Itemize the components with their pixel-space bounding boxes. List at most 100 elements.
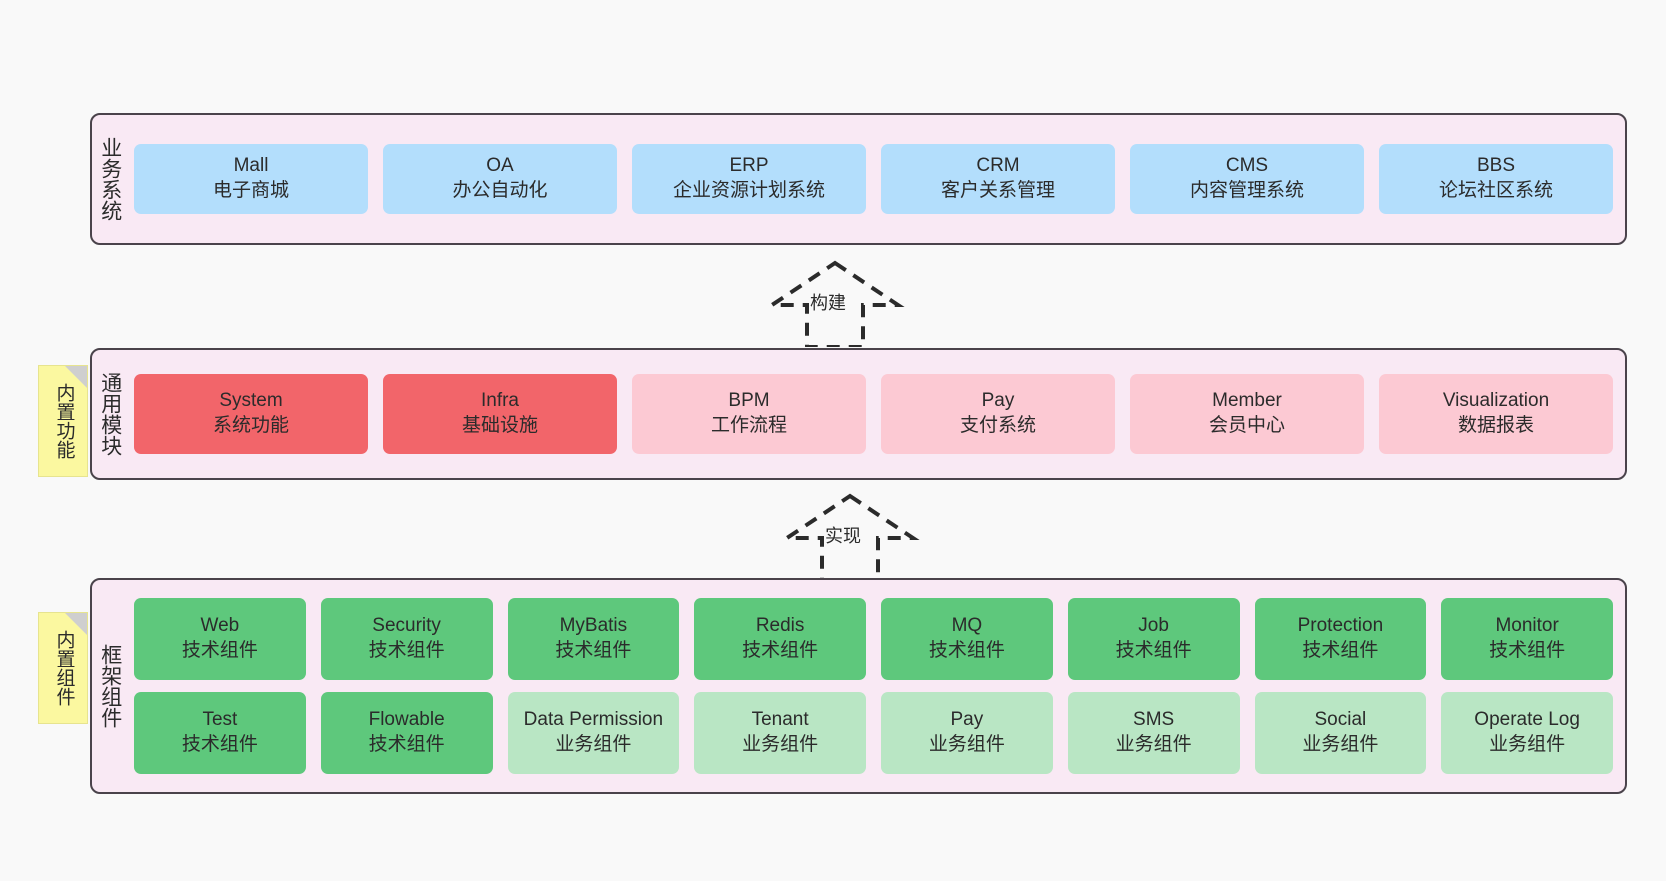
node-mq[interactable]: MQ 技术组件: [881, 598, 1053, 680]
node-title: Infra: [480, 390, 520, 412]
node-title: BBS: [1476, 155, 1516, 177]
note-fold-corner-icon: [65, 613, 87, 635]
node-crm[interactable]: CRM 客户关系管理: [881, 144, 1115, 214]
node-erp[interactable]: ERP 企业资源计划系统: [632, 144, 866, 214]
node-security[interactable]: Security 技术组件: [320, 598, 493, 680]
node-social[interactable]: Social 业务组件: [1254, 692, 1427, 774]
node-test[interactable]: Test 技术组件: [134, 692, 306, 774]
layer-row: Web 技术组件 Security 技术组件 MyBatis 技术组件 Redi…: [134, 598, 1613, 680]
node-title: Member: [1212, 390, 1282, 412]
node-subtitle: 内容管理系统: [1189, 180, 1304, 201]
layer-body-framework-components: Web 技术组件 Security 技术组件 MyBatis 技术组件 Redi…: [128, 580, 1625, 792]
node-subtitle: 会员中心: [1208, 415, 1285, 436]
node-web[interactable]: Web 技术组件: [134, 598, 306, 680]
node-subtitle: 技术组件: [368, 734, 445, 755]
node-title: Tenant: [751, 709, 809, 731]
node-job[interactable]: Job 技术组件: [1067, 598, 1240, 680]
layer-row: Test 技术组件 Flowable 技术组件 Data Permission …: [134, 692, 1613, 774]
node-subtitle: 技术组件: [1302, 640, 1379, 661]
node-title: OA: [486, 155, 514, 177]
node-title: Web: [200, 615, 240, 637]
node-title: Pay: [950, 709, 984, 731]
node-protection[interactable]: Protection 技术组件: [1254, 598, 1427, 680]
node-title: Redis: [755, 615, 805, 637]
node-title: MQ: [951, 615, 983, 637]
node-title: Job: [1138, 615, 1169, 637]
node-mall[interactable]: Mall 电子商城: [134, 144, 368, 214]
node-subtitle: 技术组件: [1489, 640, 1566, 661]
node-subtitle: 支付系统: [959, 415, 1036, 436]
node-title: Social: [1314, 709, 1367, 731]
node-title: MyBatis: [559, 615, 628, 637]
node-title: SMS: [1133, 709, 1175, 731]
layer-business-systems: 业务系统 Mall 电子商城 OA 办公自动化 ERP 企业资源计划系统 CRM…: [90, 113, 1627, 245]
node-title: Visualization: [1442, 390, 1550, 412]
node-subtitle: 业务组件: [1302, 734, 1379, 755]
note-text: 内置组件: [53, 630, 75, 706]
node-subtitle: 客户关系管理: [940, 180, 1055, 201]
node-flowable[interactable]: Flowable 技术组件: [320, 692, 493, 774]
note-builtin-components: 内置组件: [38, 612, 88, 724]
node-redis[interactable]: Redis 技术组件: [694, 598, 866, 680]
node-title: Operate Log: [1474, 709, 1580, 731]
arrow-implement-label: 实现: [825, 526, 861, 546]
layer-framework-components: 框架组件 Web 技术组件 Security 技术组件 MyBatis 技术组件…: [90, 578, 1627, 794]
arrow-build-label: 构建: [810, 293, 846, 313]
node-member[interactable]: Member 会员中心: [1130, 374, 1364, 454]
node-monitor[interactable]: Monitor 技术组件: [1441, 598, 1613, 680]
node-title: Test: [202, 709, 238, 731]
layer-body-business-systems: Mall 电子商城 OA 办公自动化 ERP 企业资源计划系统 CRM 客户关系…: [128, 115, 1625, 243]
node-subtitle: 业务组件: [928, 734, 1005, 755]
node-subtitle: 技术组件: [742, 640, 819, 661]
node-pay-component[interactable]: Pay 业务组件: [881, 692, 1053, 774]
node-subtitle: 业务组件: [1115, 734, 1192, 755]
node-subtitle: 论坛社区系统: [1438, 180, 1553, 201]
layer-body-common-modules: System 系统功能 Infra 基础设施 BPM 工作流程 Pay 支付系统…: [128, 350, 1625, 478]
layer-common-modules: 通用模块 System 系统功能 Infra 基础设施 BPM 工作流程 Pay…: [90, 348, 1627, 480]
node-subtitle: 系统功能: [212, 415, 289, 436]
node-system[interactable]: System 系统功能: [134, 374, 368, 454]
layer-label-framework-components: 框架组件: [98, 644, 122, 728]
node-title: CMS: [1225, 155, 1269, 177]
node-title: Data Permission: [523, 709, 664, 731]
node-tenant[interactable]: Tenant 业务组件: [694, 692, 866, 774]
node-subtitle: 办公自动化: [452, 180, 548, 201]
node-subtitle: 业务组件: [1489, 734, 1566, 755]
node-infra[interactable]: Infra 基础设施: [383, 374, 617, 454]
note-text: 内置功能: [53, 383, 75, 459]
note-fold-corner-icon: [65, 366, 87, 388]
arrow-build: 构建: [750, 257, 920, 349]
node-title: BPM: [728, 390, 770, 412]
node-subtitle: 技术组件: [368, 640, 445, 661]
node-subtitle: 业务组件: [555, 734, 632, 755]
node-subtitle: 技术组件: [1115, 640, 1192, 661]
node-subtitle: 企业资源计划系统: [672, 180, 825, 201]
layer-row: System 系统功能 Infra 基础设施 BPM 工作流程 Pay 支付系统…: [134, 374, 1613, 454]
node-subtitle: 技术组件: [181, 734, 258, 755]
node-mybatis[interactable]: MyBatis 技术组件: [507, 598, 680, 680]
node-visualization[interactable]: Visualization 数据报表: [1379, 374, 1613, 454]
node-oa[interactable]: OA 办公自动化: [383, 144, 617, 214]
layer-label-common-modules: 通用模块: [98, 372, 122, 456]
node-data-permission[interactable]: Data Permission 业务组件: [507, 692, 680, 774]
node-title: Pay: [981, 390, 1015, 412]
node-cms[interactable]: CMS 内容管理系统: [1130, 144, 1364, 214]
node-subtitle: 技术组件: [928, 640, 1005, 661]
node-bbs[interactable]: BBS 论坛社区系统: [1379, 144, 1613, 214]
node-subtitle: 数据报表: [1457, 415, 1534, 436]
node-title: Security: [372, 615, 441, 637]
node-subtitle: 业务组件: [742, 734, 819, 755]
node-title: ERP: [729, 155, 769, 177]
node-operate-log[interactable]: Operate Log 业务组件: [1441, 692, 1613, 774]
layer-row: Mall 电子商城 OA 办公自动化 ERP 企业资源计划系统 CRM 客户关系…: [134, 144, 1613, 214]
node-pay-module[interactable]: Pay 支付系统: [881, 374, 1115, 454]
arrow-implement: 实现: [765, 490, 935, 582]
node-subtitle: 电子商城: [212, 180, 289, 201]
node-bpm[interactable]: BPM 工作流程: [632, 374, 866, 454]
node-sms[interactable]: SMS 业务组件: [1067, 692, 1240, 774]
node-title: CRM: [976, 155, 1020, 177]
node-subtitle: 基础设施: [461, 415, 538, 436]
node-subtitle: 技术组件: [555, 640, 632, 661]
node-title: Mall: [233, 155, 269, 177]
